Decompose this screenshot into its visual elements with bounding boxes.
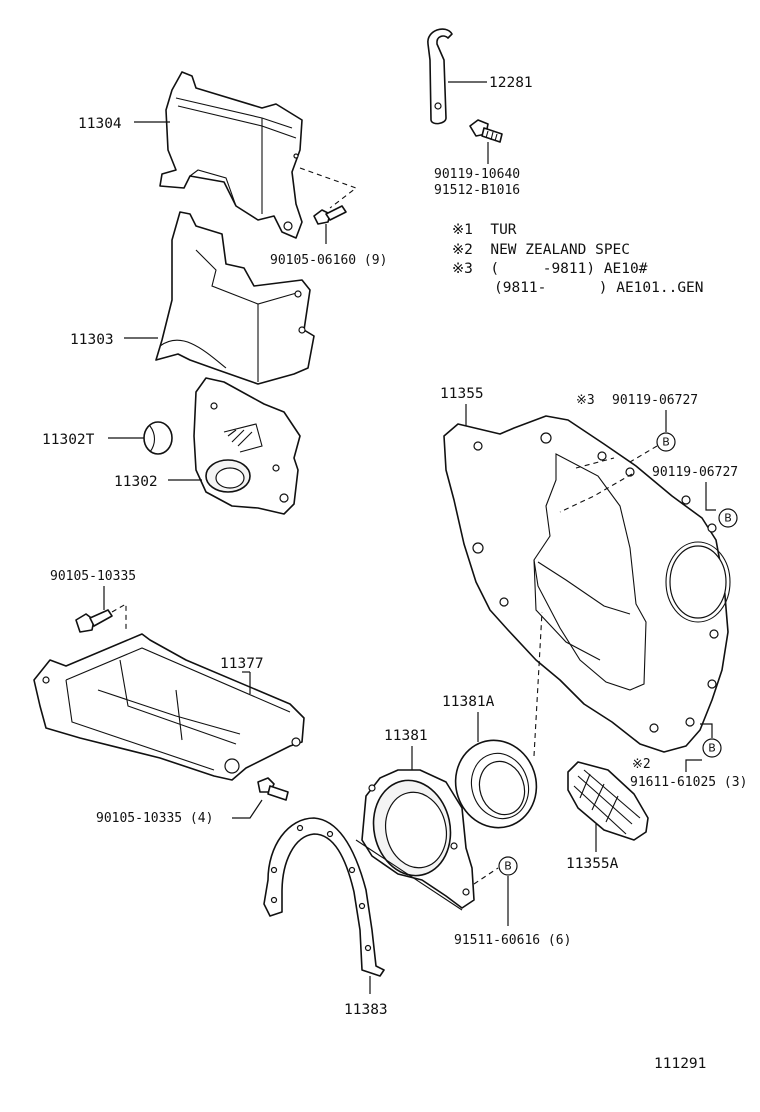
leader-91611-61025 [685, 759, 702, 772]
bolt-90119-10640[interactable] [469, 119, 503, 143]
dash-90105-06160 [299, 167, 358, 209]
label-11383: 11383 [344, 1002, 388, 1018]
note-2: ※2 NEW ZEALAND SPEC [452, 242, 630, 258]
label-91512-b1016: 91512-B1016 [434, 183, 520, 198]
ref-b-circle-3 [702, 738, 722, 758]
mark-note-2: ※2 [632, 757, 651, 772]
label-90119-06727-b: 90119-06727 [652, 465, 738, 480]
label-90105-10335: 90105-10335 [50, 569, 136, 584]
label-11381: 11381 [384, 728, 428, 744]
ref-b-text-4: B [504, 860, 512, 873]
timing-cover-upper-11304[interactable] [159, 71, 303, 239]
label-90105-06160: 90105-06160 (9) [270, 253, 387, 268]
ref-b-circle-1 [656, 432, 676, 452]
bolt-90105-06160[interactable] [313, 205, 347, 225]
cover-11355a[interactable] [567, 761, 649, 841]
note-4: (9811- ) AE101..GEN [494, 280, 704, 296]
leader-90105-10335-4 [232, 799, 263, 819]
label-11381a: 11381A [442, 694, 495, 710]
label-11302t: 11302T [42, 432, 95, 448]
oil-seal-11381a[interactable] [444, 730, 547, 838]
ref-b-text-1: B [662, 436, 670, 449]
gasket-11383[interactable] [263, 817, 385, 977]
label-11355: 11355 [440, 386, 484, 402]
label-91511-60616: 91511-60616 (6) [454, 933, 571, 948]
label-11377: 11377 [220, 656, 264, 672]
dash-91511 [473, 867, 499, 885]
leader-90119-06727-b [705, 482, 716, 511]
label-11304: 11304 [78, 116, 122, 132]
label-11302: 11302 [114, 474, 158, 490]
bolt-90105-10335[interactable] [75, 609, 113, 633]
timing-cover-lower-11302[interactable] [193, 377, 301, 515]
dash-90105-10335 [111, 603, 127, 632]
mark-note-3: ※3 [576, 393, 595, 408]
label-90119-06727-a: 90119-06727 [612, 393, 698, 408]
label-11355a: 11355A [566, 856, 619, 872]
dash-11355-b [575, 457, 615, 469]
leader-b3-top [700, 723, 713, 738]
end-plate-11355[interactable] [443, 415, 731, 753]
oil-pan-11377[interactable] [33, 633, 305, 781]
label-12281: 12281 [489, 75, 533, 91]
ref-b-text-2: B [724, 512, 732, 525]
label-90119-10640: 90119-10640 [434, 167, 520, 182]
label-91611-61025: 91611-61025 (3) [630, 775, 747, 790]
ref-b-text-3: B [708, 742, 716, 755]
diagram-code: 111291 [654, 1056, 706, 1072]
plug-11302t[interactable] [143, 421, 173, 455]
note-3: ※3 ( -9811) AE10# [452, 261, 648, 277]
timing-cover-middle-11303[interactable] [155, 211, 315, 385]
ref-b-circle-4 [498, 856, 518, 876]
note-1: ※1 TUR [452, 222, 517, 238]
bolt-90105-10335-4[interactable] [257, 777, 289, 801]
oil-seal-retainer-11381[interactable] [355, 769, 475, 911]
dash-11381a [533, 611, 543, 757]
bracket-12281[interactable] [427, 28, 453, 125]
label-11303: 11303 [70, 332, 114, 348]
label-90105-10335-4: 90105-10335 (4) [96, 811, 213, 826]
ref-b-circle-2 [718, 508, 738, 528]
dash-ref-b-1 [629, 445, 658, 463]
